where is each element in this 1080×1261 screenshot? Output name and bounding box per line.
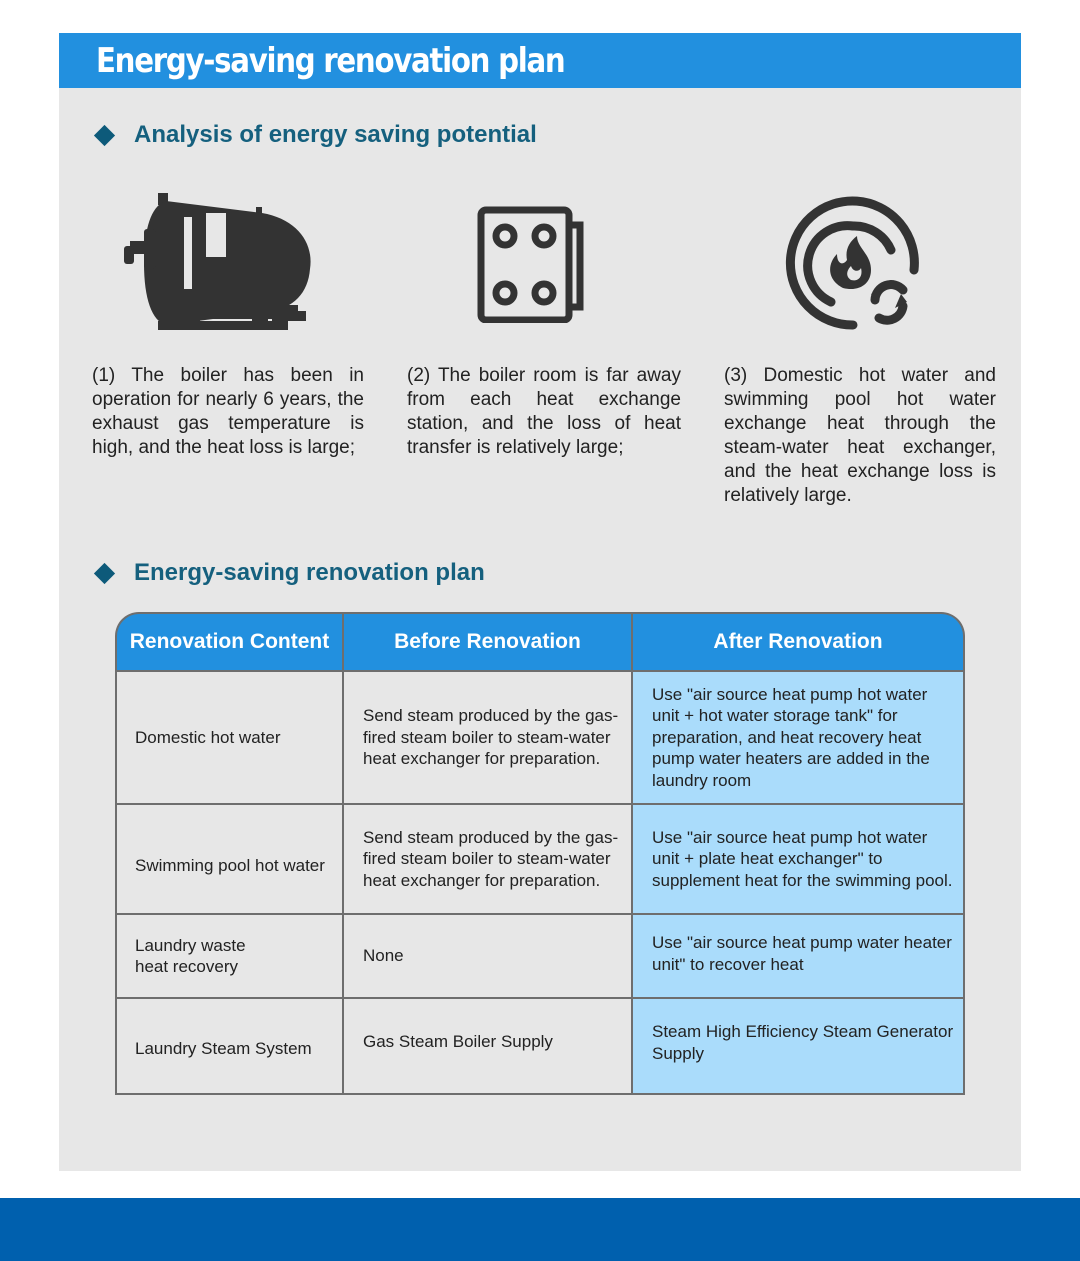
renovation-table: Renovation Content Before Renovation Aft… — [115, 612, 965, 1095]
table-cell: Steam High Efficiency Steam Generator Su… — [633, 999, 963, 1093]
table-cell: Use "air source heat pump hot water unit… — [633, 805, 963, 913]
table-cell: Gas Steam Boiler Supply — [344, 999, 633, 1093]
table-cell: Use "air source heat pump hot water unit… — [633, 672, 963, 803]
flame-recycle-icon — [785, 196, 919, 330]
table-row: Laundry waste heat recovery None Use "ai… — [117, 913, 963, 997]
table-cell: Use "air source heat pump water heater u… — [633, 915, 963, 997]
table-row: Domestic hot water Send steam produced b… — [117, 670, 963, 803]
boiler-icon — [124, 193, 311, 330]
table-cell: None — [344, 915, 633, 997]
heat-exchanger-icon — [477, 206, 584, 323]
table-cell: Swimming pool hot water — [117, 805, 344, 913]
diamond-bullet-icon — [93, 124, 116, 146]
analysis-text-1: (1) The boiler has been in operation for… — [92, 365, 364, 458]
page-title: Energy-saving renovation plan — [96, 41, 566, 81]
section-plan-heading: Energy-saving renovation plan — [93, 559, 485, 587]
table-cell: Send steam produced by the gas-fired ste… — [344, 672, 633, 803]
content-panel: Energy-saving renovation plan Analysis o… — [59, 33, 1021, 1171]
section-analysis-heading: Analysis of energy saving potential — [93, 121, 537, 149]
column-header-before: Before Renovation — [344, 614, 633, 670]
table-row: Laundry Steam System Gas Steam Boiler Su… — [117, 997, 963, 1095]
table-row: Swimming pool hot water Send steam produ… — [117, 803, 963, 913]
footer-bar — [0, 1198, 1080, 1261]
table-cell: Laundry waste heat recovery — [117, 915, 344, 997]
table-cell: Send steam produced by the gas-fired ste… — [344, 805, 633, 913]
diamond-bullet-icon — [93, 562, 116, 584]
column-header-content: Renovation Content — [117, 614, 344, 670]
column-header-after: After Renovation — [713, 630, 883, 653]
table-cell: Domestic hot water — [117, 672, 344, 803]
table-cell: Laundry Steam System — [117, 999, 344, 1093]
table-header: Renovation Content Before Renovation Aft… — [115, 612, 965, 670]
title-bar: Energy-saving renovation plan — [59, 33, 1021, 88]
section-title: Energy-saving renovation plan — [134, 559, 485, 586]
analysis-text-3: (3) Domestic hot water and swimming pool… — [724, 365, 996, 506]
section-title: Analysis of energy saving potential — [134, 121, 537, 148]
analysis-text-2: (2) The boiler room is far away from eac… — [407, 365, 681, 458]
